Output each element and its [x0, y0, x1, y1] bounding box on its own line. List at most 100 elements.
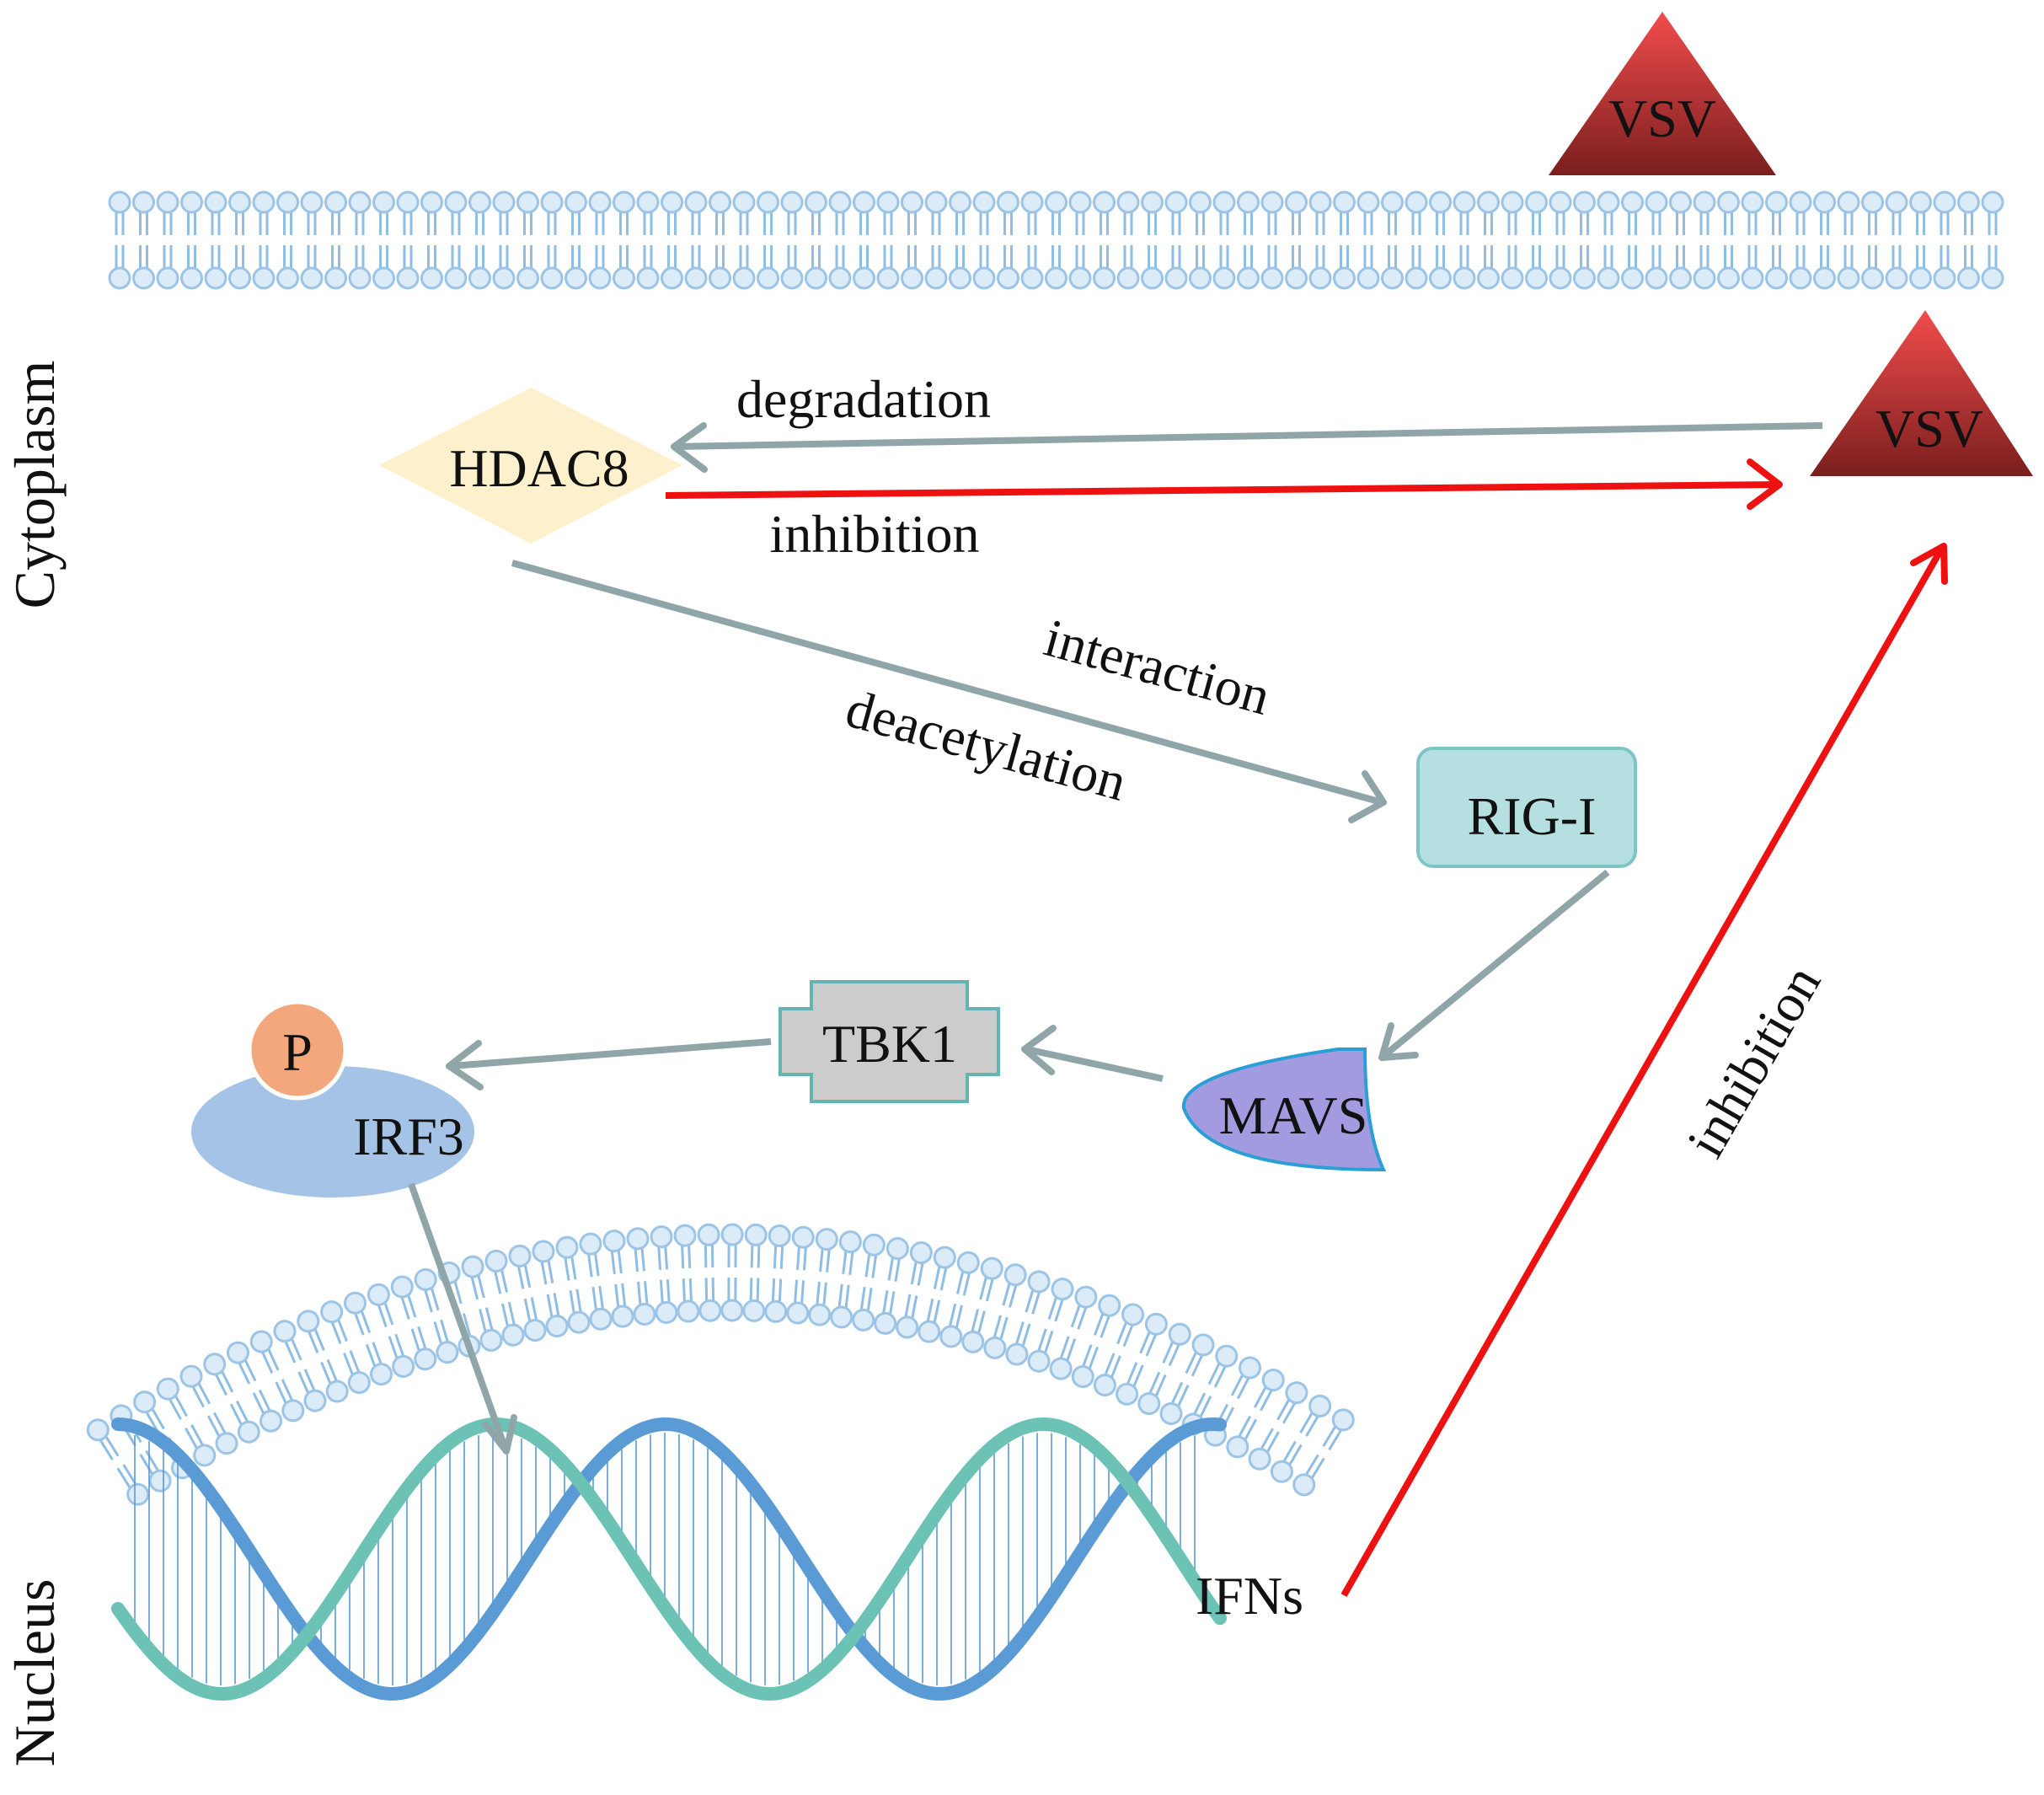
mavs-node: MAVS [1181, 1048, 1387, 1171]
lipid-pair [461, 1255, 503, 1352]
lipid-pair [228, 190, 251, 290]
lipid-pair [420, 190, 443, 290]
lipid-pair [1813, 190, 1836, 290]
lipid-pair [709, 190, 731, 290]
degradation-arrow [673, 422, 1823, 450]
inhibition-top-arrow [665, 481, 1779, 499]
lipid-pair [732, 190, 756, 290]
lipid-pair [320, 1300, 371, 1395]
lipid-pair [1292, 1408, 1355, 1497]
lipid-pair [1116, 1312, 1168, 1406]
rigi-to-mavs-arrowhead [1378, 1022, 1419, 1061]
lipid-pair [650, 1225, 678, 1324]
mavs-to-tbk1-edge [1021, 1025, 1164, 1082]
irf3-to-nucleus-arrow [408, 1182, 509, 1451]
tbk1-to-irf3-arrowhead [446, 1040, 484, 1090]
lipid-pair [853, 190, 875, 290]
lipid-pair [492, 190, 516, 290]
lipid-pair [1909, 190, 1932, 290]
degradation-edge: degradation [671, 369, 1823, 473]
lipid-pair [324, 190, 347, 290]
lipid-pair [1885, 190, 1908, 290]
lipid-pair [786, 1225, 815, 1325]
phospho-label: P [282, 1022, 313, 1082]
irf3-ellipse [191, 1066, 474, 1198]
lipid-pair [1429, 190, 1452, 290]
mavs-to-tbk1-arrow [1025, 1046, 1164, 1082]
lipid-pair [1237, 190, 1260, 290]
lipid-pair [626, 1227, 656, 1326]
lipid-pair [757, 190, 779, 290]
vsv-inside-triangle [1810, 310, 2033, 476]
tbk1-node: TBK1 [779, 980, 1000, 1103]
interaction-edge: interaction deacetylation [511, 560, 1387, 823]
tbk1-to-irf3-arrow [450, 1038, 772, 1069]
lipid-pair [1861, 190, 1884, 290]
lipid-pair [252, 190, 276, 290]
tbk1-shape [779, 980, 1000, 1103]
lipid-pair [1203, 1356, 1262, 1447]
inhibition-ifn-arrow [1340, 546, 1945, 1597]
lipid-pair [924, 190, 948, 290]
irf3-label: IRF3 [353, 1106, 464, 1166]
lipid-pair [1248, 1381, 1308, 1471]
lipid-pair [742, 1223, 768, 1322]
lipid-pair [697, 1223, 722, 1322]
lipid-pair [1189, 190, 1212, 290]
lipid-pair [602, 1230, 634, 1328]
lipid-pair [565, 190, 587, 290]
lipid-pair [156, 1377, 217, 1467]
mavs-shape [1181, 1048, 1387, 1171]
lipid-pair [918, 1246, 956, 1343]
hdac8-node: HDAC8 [379, 388, 682, 544]
lipid-pair [180, 190, 203, 290]
lipid-pair [1270, 1394, 1332, 1483]
lipid-pair [1669, 190, 1692, 290]
lipid-pair [300, 190, 324, 290]
tbk1-to-irf3-edge [446, 1038, 772, 1090]
lipid-pair [249, 1330, 305, 1423]
ifns-label: IFNs [1196, 1566, 1303, 1626]
interaction-arrow [511, 560, 1383, 806]
interaction-arrowhead [1348, 770, 1387, 823]
lipid-pair [276, 190, 299, 290]
lipid-pair [344, 1291, 393, 1386]
inhibition-ifn-edge: inhibition [1340, 543, 1948, 1597]
lipid-pair [1789, 190, 1812, 290]
lipid-pair [1027, 1278, 1074, 1373]
lipid-pair [516, 190, 539, 290]
lipid-pair [1141, 190, 1164, 290]
plasma-membrane [108, 190, 2004, 290]
nuclear-membrane [86, 1223, 1355, 1506]
rigi-node: RIG-I [1416, 747, 1637, 868]
lipid-pair [1765, 190, 1788, 290]
lipid-pair [1405, 190, 1428, 290]
lipid-pair [1049, 1285, 1098, 1380]
rigi-to-mavs-edge [1378, 869, 1610, 1061]
lipid-pair [830, 1230, 862, 1329]
lipid-pair [1477, 190, 1500, 290]
lipid-pair [1717, 190, 1740, 290]
region-label-nucleus: Nucleus [3, 1579, 67, 1767]
lipid-pair [179, 1364, 238, 1455]
mavs-to-tbk1-arrowhead [1021, 1025, 1057, 1075]
lipid-pair [972, 190, 996, 290]
lipid-pair [1693, 190, 1716, 290]
interaction-label: interaction [1038, 608, 1276, 726]
lipid-pair [983, 1263, 1027, 1359]
lipid-pair [1525, 190, 1548, 290]
lipid-pair [673, 1224, 700, 1323]
lipid-pair [1933, 190, 1956, 290]
inhibition-top-edge: inhibition [665, 458, 1783, 564]
lipid-pair [1212, 190, 1236, 290]
lipid-pair [1957, 190, 1980, 290]
lipid-pair [1116, 190, 1140, 290]
mavs-label: MAVS [1219, 1085, 1368, 1145]
lipid-pair [1137, 1322, 1191, 1416]
inhibition-top-label: inhibition [770, 504, 980, 564]
lipid-pair [901, 190, 923, 290]
lipid-pair [444, 190, 468, 290]
lipid-pair [949, 190, 971, 290]
lipid-pair [132, 190, 155, 290]
